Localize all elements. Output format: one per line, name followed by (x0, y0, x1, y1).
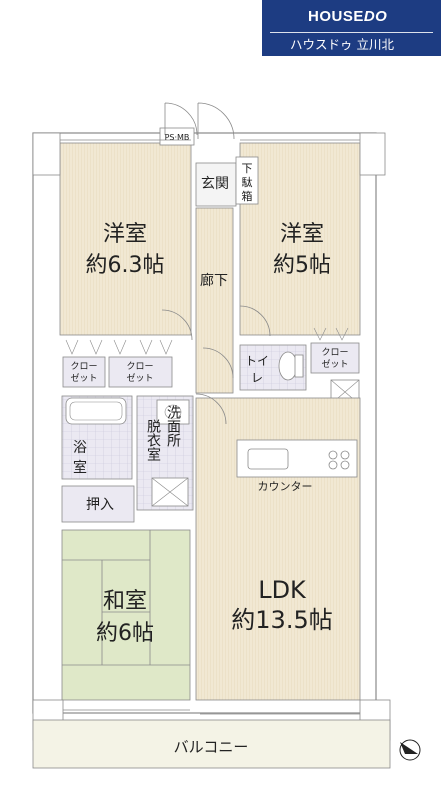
shoe-box (235, 156, 259, 205)
western-room-1-name: 洋室 (103, 222, 147, 247)
brand-logo-part2: DO (363, 8, 388, 25)
toilet-label-1: トイ (245, 354, 269, 368)
western-room-2-name: 洋室 (280, 222, 324, 247)
ps-mb-box (159, 127, 195, 146)
shoe-box-label-2: 駄 (242, 175, 253, 189)
balcony-label: バルコニー (174, 738, 249, 756)
kitchen-sink (247, 448, 289, 470)
closet-1-box (62, 356, 106, 388)
wash-basin (156, 399, 190, 425)
storage-label: 押入 (86, 497, 114, 513)
closet-3-box (310, 342, 360, 374)
closet-2-label-2: ゼット (126, 372, 153, 384)
brand-badge: HOUSEDO ハウスドゥ 立川北 (262, 0, 441, 56)
shoe-box-label-3: 箱 (242, 189, 253, 203)
japanese-room-floor (61, 529, 191, 701)
closet-1-label-1: クロー (70, 361, 97, 372)
bath-label-1: 浴 (73, 440, 87, 456)
ps-mb-label: PS·MB (165, 133, 190, 142)
shoe-box-label-1: 下 (242, 162, 253, 175)
washroom-label: 洗面所 (165, 405, 181, 447)
closet-2-label-1: クロー (126, 361, 153, 372)
western-room-1-size: 約6.3帖 (86, 253, 165, 278)
kitchen-counter (236, 439, 358, 478)
bath-label-2: 室 (73, 459, 87, 476)
japanese-room-size: 約6帖 (96, 621, 154, 646)
balcony-floor (32, 719, 391, 769)
storage-floor (61, 485, 135, 523)
bathtub (65, 397, 127, 425)
toilet-label-2: レ (251, 371, 263, 385)
closet-3-label-1: クロー (321, 347, 348, 358)
closet-2-box (108, 356, 173, 388)
closet-3-label-2: ゼット (321, 358, 348, 370)
western-room-2-floor (239, 142, 361, 336)
ldk-name: LDK (258, 576, 307, 604)
toilet-bowl (278, 351, 298, 381)
counter-label: カウンター (258, 480, 313, 493)
brand-divider (270, 32, 433, 33)
north-arrow-icon (399, 739, 421, 761)
dressing-label: 脱衣室 (145, 419, 161, 461)
western-room-2-size: 約5帖 (273, 253, 331, 278)
corridor-floor (195, 207, 234, 394)
corridor-label: 廊下 (200, 272, 228, 289)
brand-logo-part1: HOUSE (308, 8, 364, 25)
stove-burner (328, 450, 338, 460)
japanese-room-name: 和室 (103, 589, 147, 614)
brand-logo: HOUSEDO (308, 8, 387, 25)
ldk-size: 約13.5帖 (231, 606, 332, 634)
entrance-label: 玄関 (201, 175, 229, 192)
western-room-1-floor (59, 142, 192, 336)
branch-name: ハウスドゥ 立川北 (290, 37, 394, 52)
closet-1-label-2: ゼット (70, 372, 97, 384)
